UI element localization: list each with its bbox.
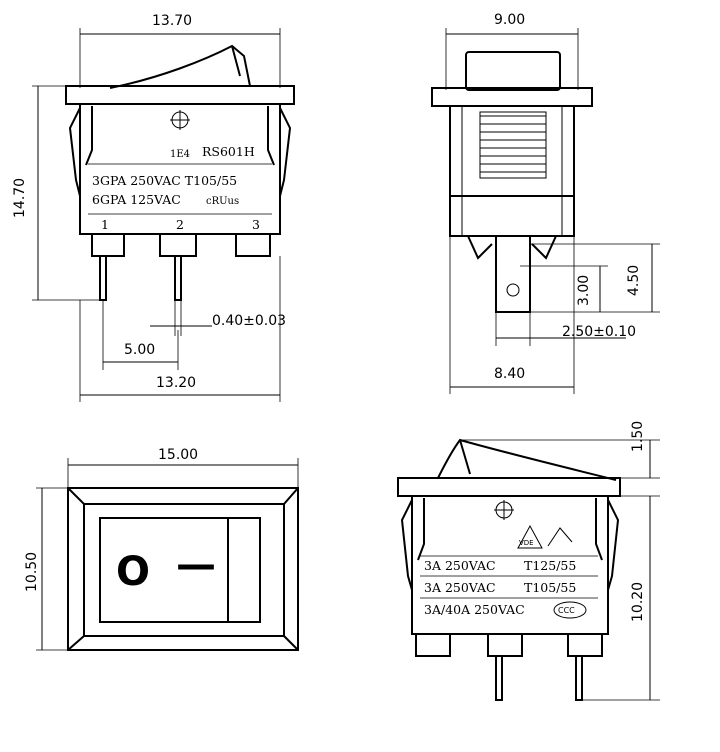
front-pin-3: 3: [252, 217, 260, 232]
front-rating-1: 3GPA 250VAC T105/55: [92, 173, 237, 188]
front-cert-mark: cRUus: [206, 196, 239, 207]
rear-view: VDE CCC 3A 250VAC T125/55 3A 250VAC T105…: [397, 421, 660, 701]
rear-rating-1a: 3A 250VAC: [424, 558, 496, 573]
rear-rating-1b: T125/55: [524, 558, 576, 573]
front-rating-2: 6GPA 125VAC: [92, 192, 181, 207]
side-ribs: [479, 111, 547, 179]
dim-rocker-height: 1.50: [630, 421, 646, 452]
dim-pin-thickness: 0.40±0.03: [212, 313, 286, 329]
rear-rating-2b: T105/55: [524, 580, 576, 595]
dim-pin-pitch: 5.00: [124, 342, 155, 358]
dim-rear-height: 10.20: [630, 582, 646, 622]
dim-front-width: 13.70: [152, 13, 192, 29]
top-on-symbol: —: [176, 542, 216, 588]
dim-side-width: 9.00: [494, 12, 525, 28]
top-off-symbol: O: [116, 549, 150, 595]
front-part-code: 1E4: [170, 149, 190, 160]
front-view: 1E4 RS601H 3GPA 250VAC T105/55 6GPA 125V…: [12, 13, 295, 402]
dim-front-height: 14.70: [12, 178, 28, 218]
front-pin-2: 2: [176, 217, 184, 232]
dim-tab-hole: 3.00: [576, 275, 592, 306]
dim-top-height: 10.50: [24, 552, 40, 592]
front-pin-1: 1: [101, 217, 109, 232]
dim-pin-span: 13.20: [156, 375, 196, 391]
dim-top-width: 15.00: [158, 447, 198, 463]
rear-cert-vde: VDE: [519, 539, 534, 547]
rear-rating-3: 3A/40A 250VAC: [424, 602, 525, 617]
rear-cert-ccc: CCC: [558, 606, 575, 615]
dim-tab-length: 4.50: [626, 265, 642, 296]
side-view: 9.00 4.50 3.00 2.50±0.10 8.40: [431, 12, 660, 394]
dim-side-body-width: 8.40: [494, 366, 525, 382]
top-view: O — 15.00 10.50: [24, 447, 299, 651]
rear-rating-2a: 3A 250VAC: [424, 580, 496, 595]
front-model: RS601H: [202, 144, 255, 159]
dim-tab-width: 2.50±0.10: [562, 324, 636, 340]
